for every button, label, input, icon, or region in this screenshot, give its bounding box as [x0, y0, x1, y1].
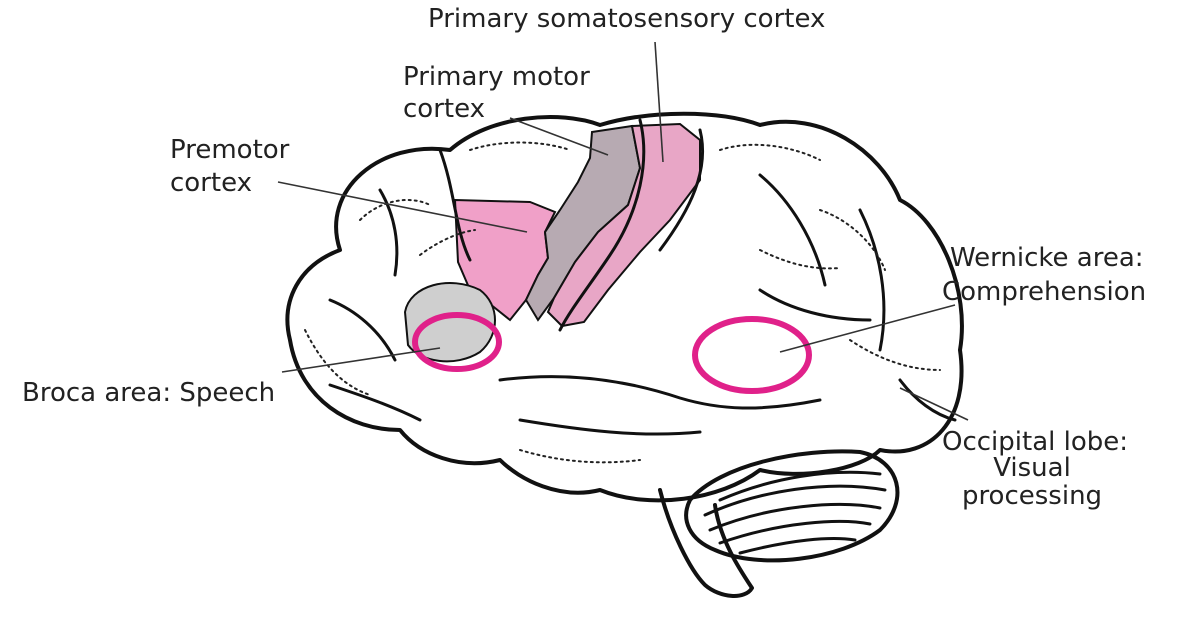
premotor-label-line-2: cortex: [170, 168, 252, 198]
leader-wernicke: [779, 304, 956, 353]
leader-occipital: [899, 387, 969, 421]
leader-somatosensory: [654, 41, 664, 163]
leader-motor: [509, 117, 609, 156]
motor-label-line-1: Primary motor: [403, 62, 590, 92]
wernicke-label-line-2: Comprehension: [942, 277, 1146, 307]
motor-label-line-2: cortex: [403, 94, 485, 124]
broca-highlight-ring: [412, 312, 502, 372]
occipital-label-line-1: Occipital lobe:: [942, 427, 1128, 457]
occipital-label-line-3: processing: [962, 481, 1102, 511]
premotor-label-line-1: Premotor: [170, 135, 290, 165]
cerebellum: [684, 449, 900, 563]
somatosensory-label: Primary somatosensory cortex: [428, 4, 825, 34]
occipital-label-line-2: Visual: [993, 453, 1071, 483]
broca-label: Broca area: Speech: [22, 378, 275, 408]
wernicke-label-line-1: Wernicke area:: [950, 243, 1144, 273]
sulci: [328, 118, 957, 436]
leader-premotor: [277, 181, 528, 233]
broca-region: [403, 282, 496, 363]
gyral-detail: [304, 141, 941, 464]
wernicke-highlight-ring: [692, 316, 812, 394]
leader-broca: [281, 347, 441, 373]
somatosensory-cortex-region: [546, 122, 701, 328]
brain-stem: [658, 488, 754, 598]
brain-outline: [285, 111, 964, 503]
